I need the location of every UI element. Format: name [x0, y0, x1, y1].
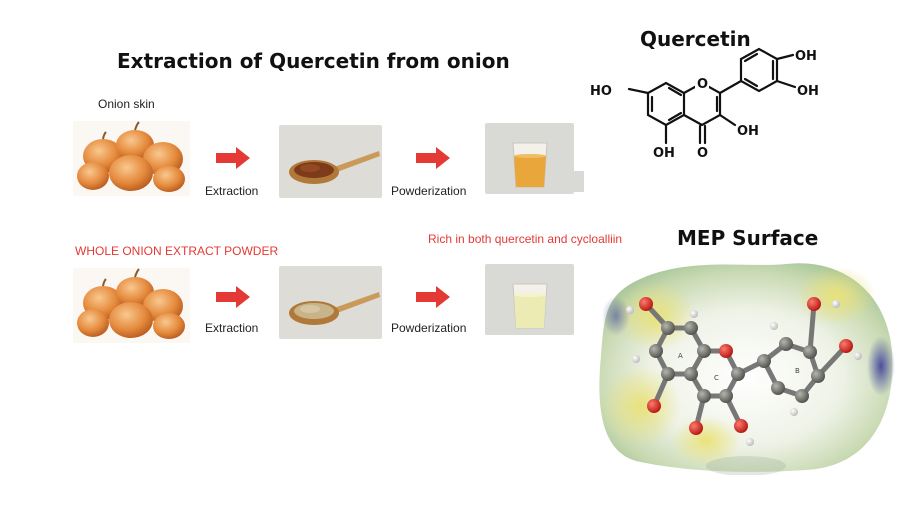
onion-skin-label: Onion skin	[98, 97, 155, 111]
image-edge	[574, 171, 584, 192]
oh-ring-label: OH	[737, 124, 759, 139]
arrow-icon	[216, 286, 250, 308]
whole-onion-extract-label: WHOLE ONION EXTRACT POWDER	[75, 244, 279, 258]
o-keto-label: O	[697, 146, 708, 161]
amber-beaker-photo	[485, 123, 574, 194]
rich-note: Rich in both quercetin and cycloalliin	[428, 232, 623, 246]
extraction-label-2: Extraction	[205, 321, 259, 335]
powderization-label-2: Powderization	[391, 321, 467, 335]
pale-beaker-photo	[485, 264, 574, 335]
oh-bottom-label: OH	[653, 146, 675, 161]
ring-b-label: B	[795, 367, 800, 375]
mep-title: MEP Surface	[677, 226, 819, 250]
brown-powder-spoon-photo	[279, 125, 382, 198]
onion-photo	[73, 121, 190, 196]
oh-right-label: OH	[797, 84, 819, 99]
ring-a-label: A	[678, 352, 683, 360]
powderization-label-1: Powderization	[391, 184, 467, 198]
ho-left-label: HO	[590, 84, 612, 99]
tan-powder-spoon-photo	[279, 266, 382, 339]
arrow-icon	[416, 147, 450, 169]
onion-photo	[73, 268, 190, 343]
mep-surface-render: A C B	[599, 263, 895, 475]
extraction-label-1: Extraction	[205, 184, 259, 198]
main-title: Extraction of Quercetin from onion	[117, 49, 510, 73]
o-ring-label: O	[697, 77, 708, 92]
quercetin-title: Quercetin	[640, 27, 751, 51]
arrow-icon	[416, 286, 450, 308]
quercetin-structure: O O HO OH OH OH OH	[590, 47, 819, 161]
oh-top-label: OH	[795, 49, 817, 64]
ring-c-label: C	[714, 374, 719, 382]
arrow-icon	[216, 147, 250, 169]
